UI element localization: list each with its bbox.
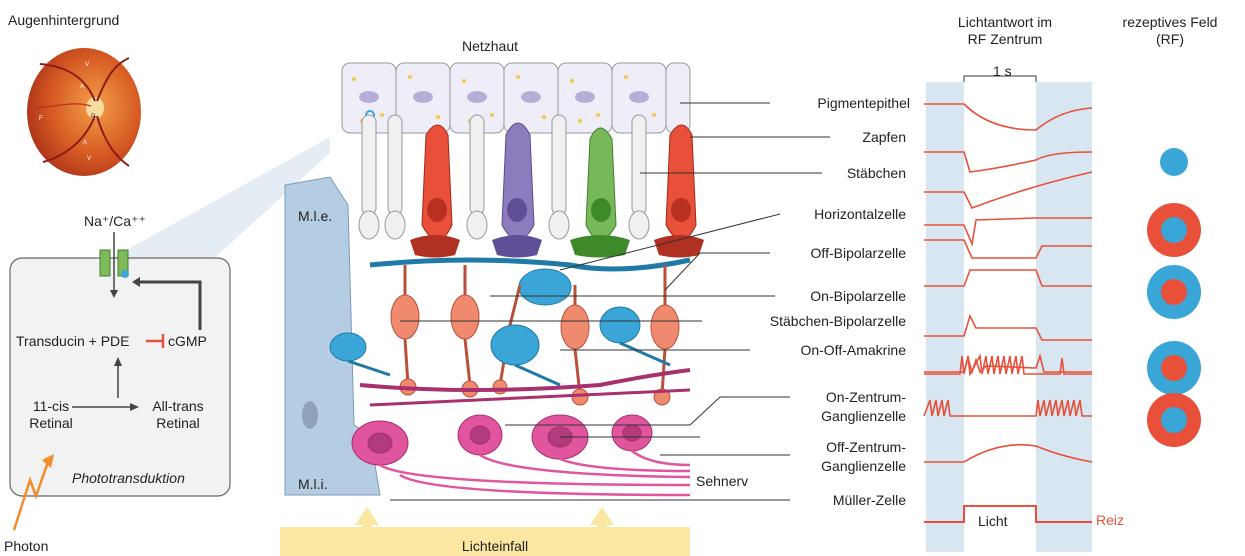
label-horizontalzelle: Horizontalzelle xyxy=(766,206,906,223)
label-on-ganglienzelle: Ganglienzelle xyxy=(766,408,906,425)
label-on-zentrum: On-Zentrum- xyxy=(766,389,906,406)
rf-off-ganglion xyxy=(1147,393,1201,447)
rf-header: rezeptives Feld(RF) xyxy=(1110,14,1230,48)
rf-on-ganglion xyxy=(1147,341,1201,395)
label-on-off-amakrine: On-Off-Amakrine xyxy=(766,342,906,359)
label-off-ganglienzelle: Ganglienzelle xyxy=(766,458,906,475)
rf-off-center xyxy=(1147,203,1201,257)
label-staebchen: Stäbchen xyxy=(766,165,906,182)
label-off-zentrum: Off-Zentrum- xyxy=(766,439,906,456)
time-scale-label: 1 s xyxy=(993,63,1012,80)
label-off-bipolarzelle: Off-Bipolarzelle xyxy=(766,245,906,262)
reiz-label: Reiz xyxy=(1096,512,1124,529)
label-mueller-zelle: Müller-Zelle xyxy=(766,492,906,509)
rf-rod xyxy=(1160,148,1188,176)
response-traces xyxy=(920,60,1110,556)
label-zapfen: Zapfen xyxy=(766,129,906,146)
label-pigmentepithel: Pigmentepithel xyxy=(770,95,910,112)
receptive-fields xyxy=(1130,130,1220,450)
label-on-bipolarzelle: On-Bipolarzelle xyxy=(766,288,906,305)
stimulus-light-label: Licht xyxy=(978,513,1008,530)
rf-on-center xyxy=(1147,265,1201,319)
label-staebchen-bipolarzelle: Stäbchen-Bipolarzelle xyxy=(766,313,906,330)
